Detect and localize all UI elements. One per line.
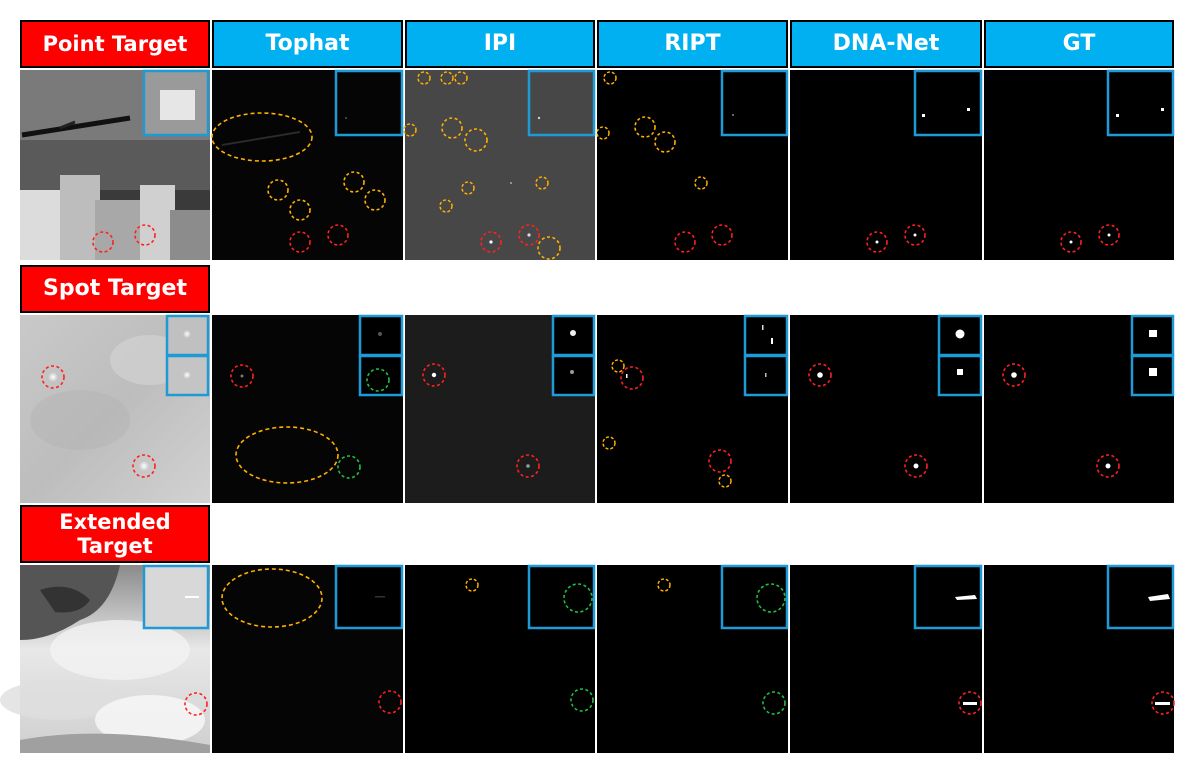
gt-result-extended [984,564,1175,753]
ipi-result-point [403,69,596,260]
tophat-result-spot [212,314,404,503]
header-dna-net: DNA-Net [790,20,982,68]
label-extended-line2: Target [77,534,153,558]
tophat-result-point [211,69,404,260]
row-extended-target [0,564,1175,753]
ipi-result-extended [405,564,596,753]
gt-result-spot [984,314,1175,503]
header-tophat: Tophat [212,20,403,68]
dnanet-result-spot [790,314,983,503]
row-spot-target [20,314,1175,503]
ript-result-point [596,69,789,260]
input-image-point [20,69,210,260]
header-ipi: IPI [405,20,595,68]
header-ript: RIPT [597,20,788,68]
label-spot-target: Spot Target [20,265,210,313]
gt-result-point [984,69,1175,260]
ript-result-extended [597,564,789,753]
row-point-target [20,69,1175,260]
header-gt: GT [984,20,1174,68]
ript-result-spot [597,314,789,503]
input-image-spot [20,314,210,503]
tophat-result-extended [212,564,404,753]
input-image-extended [0,564,210,753]
label-extended-target: Extended Target [20,505,210,563]
dnanet-result-point [790,69,983,260]
label-point-target: Point Target [20,20,210,68]
ipi-result-spot [405,314,596,503]
dnanet-result-extended [790,564,983,753]
label-extended-line1: Extended [59,509,171,534]
